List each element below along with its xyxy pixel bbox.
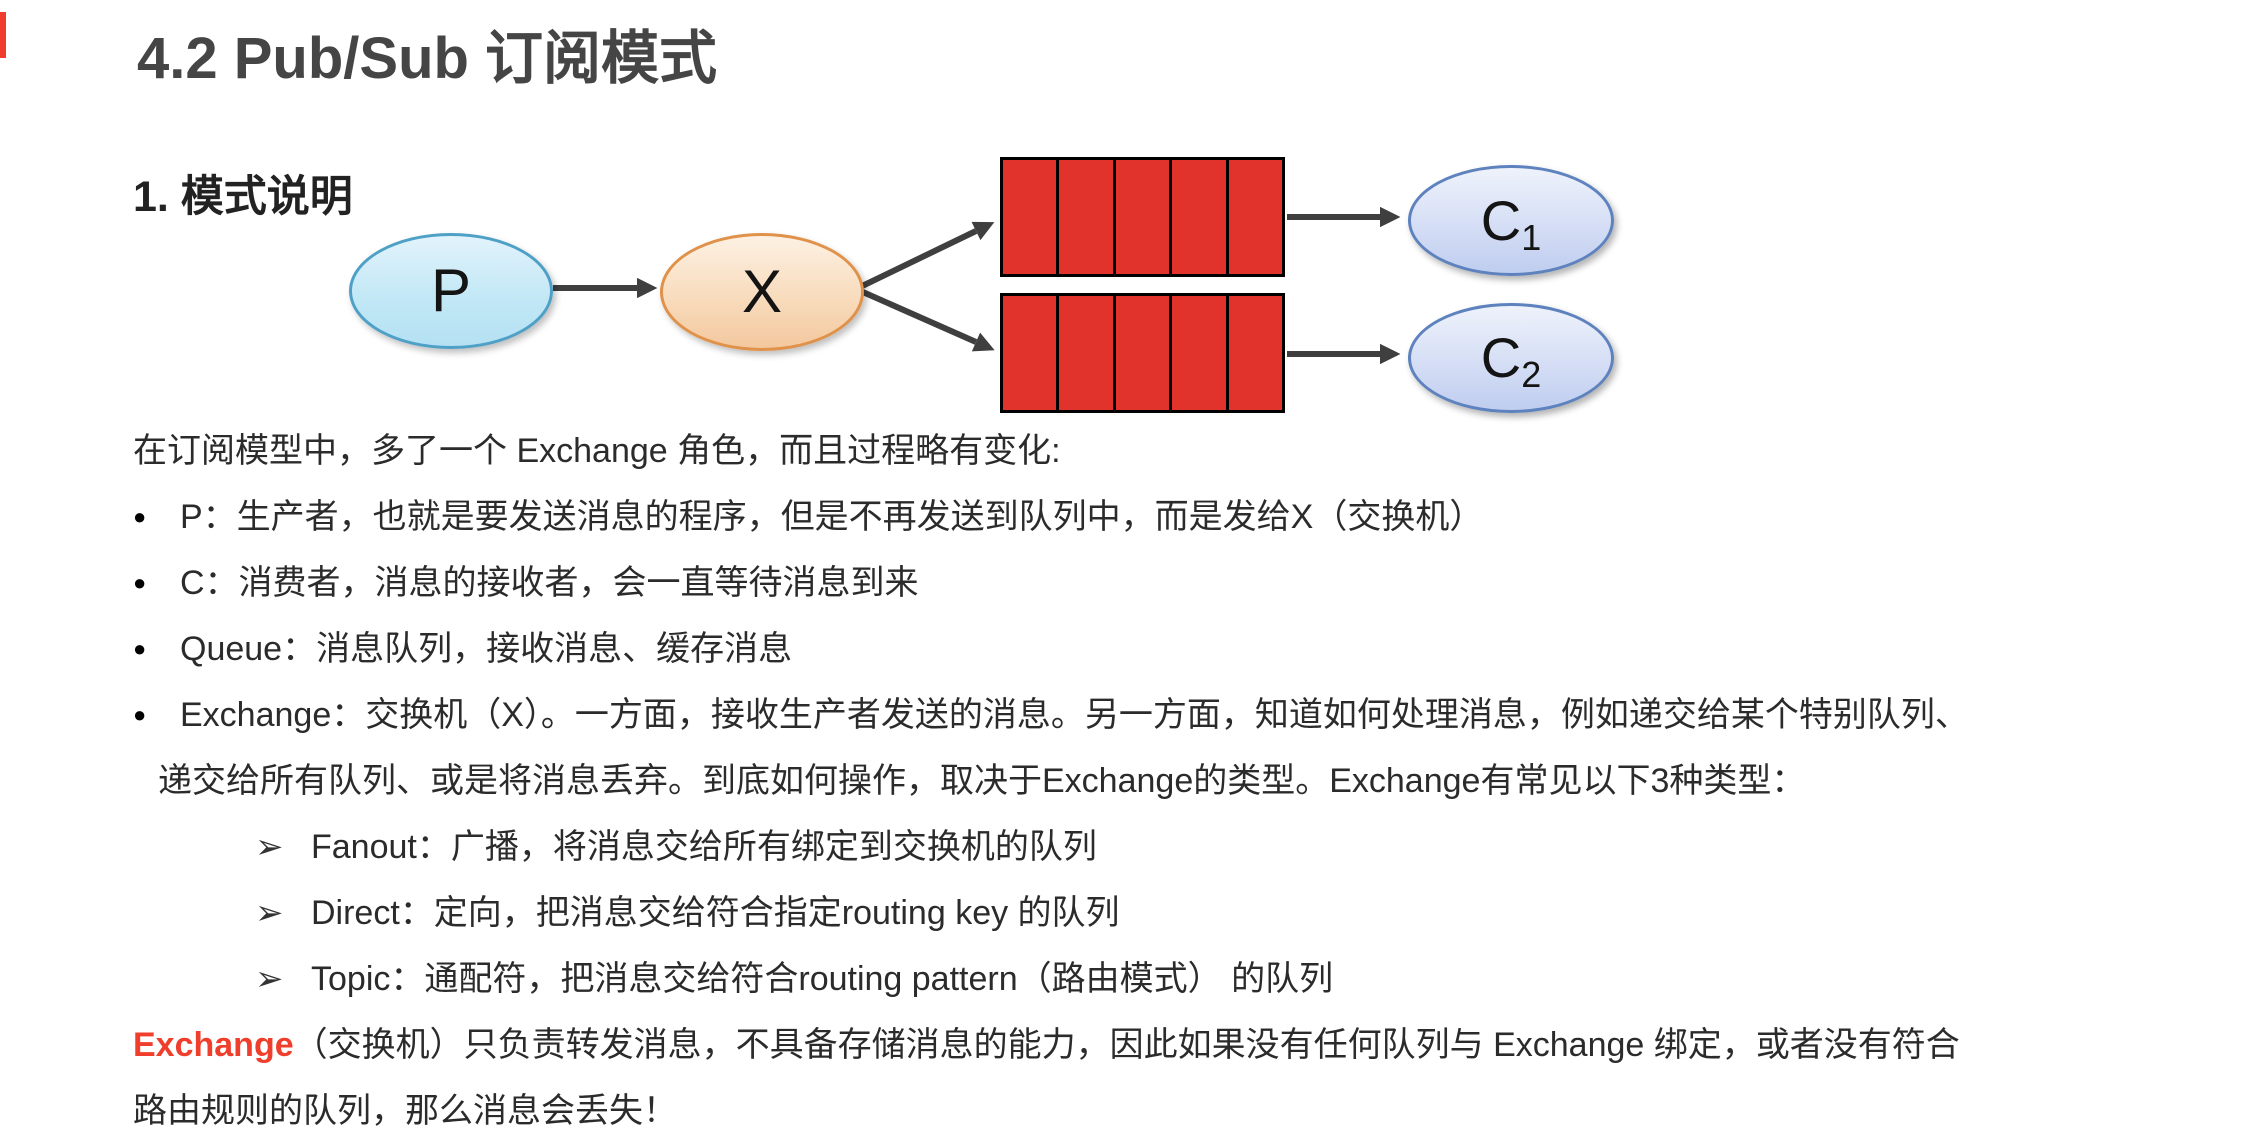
queue-segment (1059, 296, 1116, 410)
consumer-2-sub: 2 (1521, 354, 1542, 395)
consumer-2-label: C2 (1480, 326, 1542, 395)
exchange-label: X (741, 258, 783, 325)
queue-segment (1229, 160, 1282, 274)
producer-label: P (430, 257, 472, 324)
queue-segment (1116, 160, 1173, 274)
bullet-exchange-line2: 递交给所有队列、或是将消息丢弃。到底如何操作，取决于Exchange的类型。Ex… (133, 748, 2203, 814)
bullet-queue-text: Queue：消息队列，接收消息、缓存消息 (180, 630, 793, 668)
bullet-icon: ● (133, 504, 147, 529)
note-line1: Exchange （交换机）只负责转发消息，不具备存储消息的能力，因此如果没有任… (133, 1012, 2203, 1078)
consumer-1-sub: 1 (1521, 216, 1542, 258)
subbullet-topic: ➢ Topic：通配符，把消息交给符合routing pattern（路由模式）… (133, 946, 2203, 1012)
bullet-icon: ● (133, 570, 147, 595)
section-heading: 1. 模式说明 (133, 173, 353, 221)
bullet-exchange-line1: ● Exchange：交换机（X）。一方面，接收生产者发送的消息。另一方面，知道… (133, 682, 2203, 748)
queue-segment (1059, 160, 1116, 274)
arrow-exchange-to-queue2 (854, 286, 995, 352)
note-line1-text: （交换机）只负责转发消息，不具备存储消息的能力，因此如果没有任何队列与 Exch… (293, 1026, 1960, 1064)
note-line2-text: 路由规则的队列，那么消息会丢失！ (133, 1092, 677, 1130)
arrow-bullet-icon: ➢ (255, 828, 284, 866)
queue-segment (1229, 296, 1282, 410)
subbullet-fanout-text: Fanout：广播，将消息交给所有绑定到交换机的队列 (311, 828, 1097, 866)
exchange-node: X (660, 233, 864, 351)
bullet-consumer-text: C：消费者，消息的接收者，会一直等待消息到来 (180, 564, 919, 602)
consumer-1-node: C1 (1408, 165, 1614, 276)
red-marker (0, 12, 6, 58)
queue-segment (1172, 160, 1229, 274)
queue-segment (1003, 160, 1060, 274)
arrow-bullet-icon: ➢ (255, 960, 284, 998)
intro-line: 在订阅模型中，多了一个 Exchange 角色，而且过程略有变化: (133, 418, 2203, 484)
arrow-bullet-icon: ➢ (255, 894, 284, 932)
pubsub-diagram: P X C1 C2 (0, 0, 2260, 460)
subbullet-fanout: ➢ Fanout：广播，将消息交给所有绑定到交换机的队列 (133, 814, 2203, 880)
subbullet-direct-text: Direct：定向，把消息交给符合指定routing key 的队列 (311, 894, 1120, 932)
queue-segment (1116, 296, 1173, 410)
body-text: 在订阅模型中，多了一个 Exchange 角色，而且过程略有变化: ● P：生产… (133, 418, 2203, 1136)
bullet-exchange-text-2: 递交给所有队列、或是将消息丢弃。到底如何操作，取决于Exchange的类型。Ex… (158, 762, 1806, 800)
consumer-2-node: C2 (1408, 303, 1614, 413)
queue-segment (1172, 296, 1229, 410)
bullet-icon: ● (133, 702, 147, 727)
bullet-producer: ● P：生产者，也就是要发送消息的程序，但是不再发送到队列中，而是发给X（交换机… (133, 484, 2203, 550)
bullet-producer-text: P：生产者，也就是要发送消息的程序，但是不再发送到队列中，而是发给X（交换机） (180, 498, 1484, 536)
queue-2 (1000, 293, 1285, 413)
bullet-icon: ● (133, 636, 147, 661)
subbullet-direct: ➢ Direct：定向，把消息交给符合指定routing key 的队列 (133, 880, 2203, 946)
bullet-consumer: ● C：消费者，消息的接收者，会一直等待消息到来 (133, 550, 2203, 616)
producer-node: P (349, 233, 553, 349)
page-title: 4.2 Pub/Sub 订阅模式 (137, 26, 718, 91)
note-line2: 路由规则的队列，那么消息会丢失！ (133, 1078, 2203, 1136)
intro-text: 在订阅模型中，多了一个 Exchange 角色，而且过程略有变化: (133, 432, 1061, 470)
subbullet-topic-text: Topic：通配符，把消息交给符合routing pattern（路由模式） 的… (311, 960, 1334, 998)
queue-segment (1003, 296, 1060, 410)
queue-1 (1000, 157, 1285, 277)
consumer-1-label: C1 (1480, 188, 1542, 258)
note-highlight: Exchange (133, 1026, 294, 1064)
bullet-exchange-text-1: Exchange：交换机（X）。一方面，接收生产者发送的消息。另一方面，知道如何… (180, 696, 1969, 734)
bullet-queue: ● Queue：消息队列，接收消息、缓存消息 (133, 616, 2203, 682)
arrow-exchange-to-queue1 (854, 221, 995, 292)
